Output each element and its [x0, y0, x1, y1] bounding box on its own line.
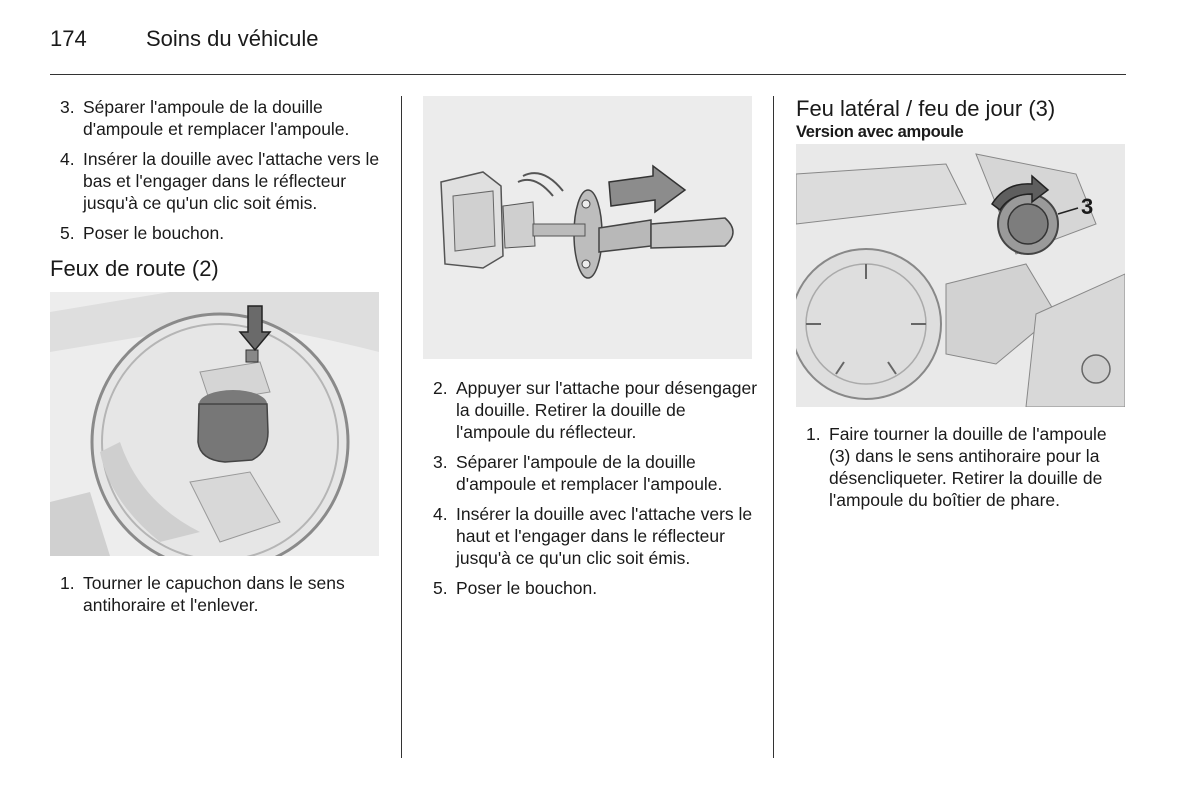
high-beam-cap-illustration — [50, 292, 379, 556]
column-2: 2. Appuyer sur l'attache pour désengager … — [423, 96, 758, 607]
section-heading-side-light: Feu latéral / feu de jour (3) — [796, 96, 1056, 121]
step-text: Poser le bouchon. — [83, 223, 225, 243]
bulb-socket-illustration — [423, 96, 752, 359]
step-item: 3. Séparer l'ampoule de la douille d'ampo… — [423, 451, 758, 495]
step-item: 2. Appuyer sur l'attache pour désengager … — [423, 377, 758, 443]
step-number: 3. — [433, 452, 448, 472]
step-number: 4. — [60, 149, 75, 169]
step-text: Insérer la douille avec l'attache vers l… — [456, 504, 753, 568]
step-item: 5. Poser le bouchon. — [50, 222, 385, 244]
step-number: 1. — [60, 573, 75, 593]
page-title: Soins du véhicule — [146, 26, 319, 51]
step-number: 2. — [433, 378, 448, 398]
figure-callout-label: 3 — [1081, 194, 1093, 219]
section-subheading: Version avec ampoule — [796, 123, 964, 141]
page-header: 174 Soins du véhicule — [50, 26, 318, 52]
side-light-socket-illustration: 3 — [796, 144, 1125, 407]
step-text: Appuyer sur l'attache pour désengager la… — [456, 378, 758, 442]
step-text: Faire tourner la douille de l'ampoule (3… — [829, 424, 1107, 510]
step-number: 1. — [806, 424, 821, 444]
step-number: 5. — [60, 223, 75, 243]
step-item: 1. Tourner le capuchon dans le sens antih… — [50, 572, 385, 616]
column-divider-1 — [401, 96, 402, 758]
step-text: Poser le bouchon. — [456, 578, 598, 598]
step-text: Séparer l'ampoule de la douille d'ampoul… — [83, 97, 350, 139]
column-3: Feu latéral / feu de jour (3) Version av… — [796, 96, 1131, 519]
section-heading-high-beam: Feux de route (2) — [50, 256, 219, 281]
step-text: Tourner le capuchon dans le sens antihor… — [83, 573, 345, 615]
step-item: 3. Séparer l'ampoule de la douille d'ampo… — [50, 96, 385, 140]
step-item: 4. Insérer la douille avec l'attache vers… — [50, 148, 385, 214]
step-item: 5. Poser le bouchon. — [423, 577, 758, 599]
column-divider-2 — [773, 96, 774, 758]
column-1: 3. Séparer l'ampoule de la douille d'ampo… — [50, 96, 385, 624]
step-item: 4. Insérer la douille avec l'attache vers… — [423, 503, 758, 569]
step-list: 1. Faire tourner la douille de l'ampoule … — [796, 423, 1131, 511]
step-list: 2. Appuyer sur l'attache pour désengager … — [423, 377, 758, 599]
step-item: 1. Faire tourner la douille de l'ampoule … — [796, 423, 1131, 511]
step-number: 3. — [60, 97, 75, 117]
step-text: Insérer la douille avec l'attache vers l… — [83, 149, 380, 213]
header-rule — [50, 74, 1126, 75]
step-list-top: 3. Séparer l'ampoule de la douille d'ampo… — [50, 96, 385, 244]
step-list-bottom: 1. Tourner le capuchon dans le sens antih… — [50, 572, 385, 616]
step-text: Séparer l'ampoule de la douille d'ampoul… — [456, 452, 723, 494]
step-number: 5. — [433, 578, 448, 598]
step-number: 4. — [433, 504, 448, 524]
page-number: 174 — [50, 26, 87, 51]
